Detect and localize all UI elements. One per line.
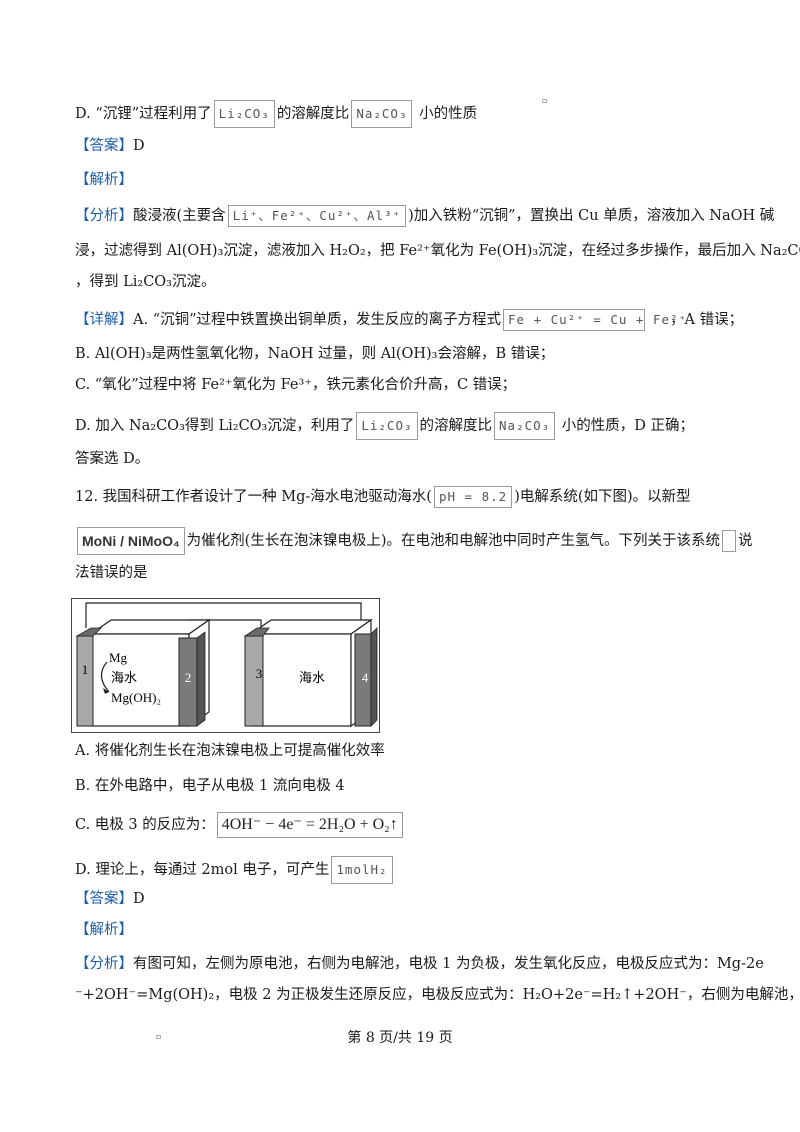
- option-a: A. 将催化剂生长在泡沫镍电极上可提高催化效率: [75, 743, 385, 759]
- answer-line: 【答案】D: [75, 138, 145, 154]
- reaction-arrow: [100, 661, 110, 693]
- analysis-heading: 【解析】: [75, 172, 133, 188]
- question-12-line-1: 12. 我国科研工作者设计了一种 Mg-海水电池驱动海水(pH = 8.2)电解…: [75, 486, 691, 508]
- formula-image: 1molH₂: [331, 856, 393, 884]
- page-footer: 第 8 页/共 19 页: [347, 1030, 453, 1046]
- left-seawater-label: 海水: [111, 671, 137, 686]
- formula-image: Li₂CO₃: [356, 412, 418, 440]
- formula-image: Li⁺、Fe²⁺、Cu²⁺、Al³⁺: [227, 205, 407, 227]
- blank-box: [721, 530, 736, 552]
- answer-line-2: 【答案】D: [75, 891, 145, 907]
- small-mark: ▫: [156, 1032, 162, 1041]
- electrolysis-diagram: 1 2 Mg 海水 Mg(OH)₂ 3 4 海水: [71, 598, 380, 733]
- question-12-line-3: 法错误的是: [75, 565, 148, 581]
- xiangjie-line-b: B. Al(OH)₃是两性氢氧化物，NaOH 过量，则 Al(OH)₃会溶解，B…: [75, 346, 555, 362]
- electrode-4-label: 4: [362, 670, 369, 685]
- electrode-3-label: 3: [256, 666, 263, 681]
- option-c: C. 电极 3 的反应为：4OH⁻ − 4e⁻ = 2H₂O + O₂↑: [75, 812, 405, 838]
- fenxi-line-2: 浸，过滤得到 Al(OH)₃沉淀，滤液加入 H₂O₂，把 Fe²⁺氧化为 Fe(…: [75, 243, 800, 259]
- right-seawater-label: 海水: [299, 671, 325, 686]
- formula-image: Fe + Cu²⁺ = Cu + Fe²⁺: [503, 309, 686, 331]
- xiangjie-line-c: C. “氧化”过程中将 Fe²⁺氧化为 Fe³⁺，铁元素化合价升高，C 错误；: [75, 377, 517, 393]
- mg-label: Mg: [109, 650, 128, 665]
- fenxi-line-3: ，得到 Li₂CO₃沉淀。: [75, 274, 216, 290]
- formula-image: 4OH⁻ − 4e⁻ = 2H₂O + O₂↑: [216, 812, 403, 838]
- formula-image: Na₂CO₃: [494, 412, 556, 440]
- formula-image: MoNi / NiMoO₄: [77, 527, 185, 555]
- electrode-1-label: 1: [82, 662, 89, 677]
- analysis-heading-2: 【解析】: [75, 922, 133, 938]
- fenxi2-line-2: ⁻+2OH⁻=Mg(OH)₂，电极 2 为正极发生还原反应，电极反应式为：H₂O…: [75, 987, 800, 1003]
- electrode-2-label: 2: [185, 670, 192, 685]
- small-mark: ▫: [542, 96, 548, 105]
- conclusion-line: 答案选 D。: [75, 451, 150, 467]
- mg-oh2-label: Mg(OH)₂: [111, 690, 161, 705]
- formula-image: Li₂CO₃: [213, 100, 275, 128]
- option-b: B. 在外电路中，电子从电极 1 流向电极 4: [75, 778, 345, 794]
- formula-image: Na₂CO₃: [351, 100, 413, 128]
- fenxi2-line-1: 【分析】有图可知，左侧为原电池，右侧为电解池，电极 1 为负极，发生氧化反应，电…: [75, 956, 764, 972]
- formula-image: pH = 8.2: [433, 486, 513, 508]
